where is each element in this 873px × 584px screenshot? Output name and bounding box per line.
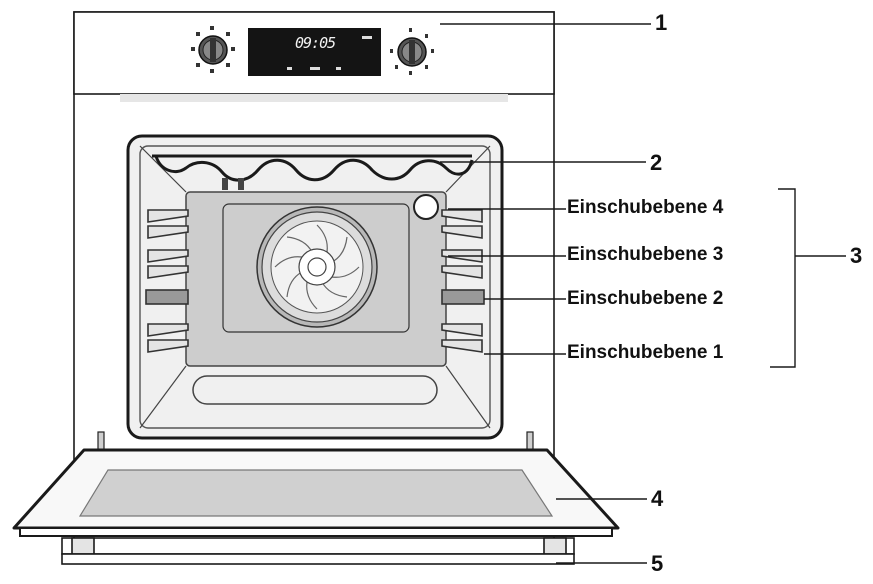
callout-2: 2 — [650, 150, 663, 175]
side-rails-left — [145, 209, 189, 353]
oven-cavity — [126, 134, 504, 440]
callout-1: 1 — [655, 10, 668, 35]
callout-4: 4 — [651, 486, 664, 511]
shelf-level-4-label: Einschubebene 4 — [567, 197, 724, 218]
display-time: 09:05 — [295, 34, 336, 52]
oven-door — [12, 448, 620, 537]
shelf-level-3-label: Einschubebene 3 — [567, 244, 724, 265]
function-knob — [191, 26, 235, 73]
oven-lamp — [413, 194, 439, 220]
leader-lines — [440, 23, 846, 564]
top-heating-element — [152, 154, 474, 182]
temperature-knob — [390, 28, 434, 75]
control-panel — [73, 11, 555, 102]
convection-fan — [256, 206, 378, 328]
shelf-level-2-label: Einschubebene 2 — [567, 288, 724, 309]
callout-5: 5 — [651, 551, 664, 576]
callout-3: 3 — [850, 243, 863, 268]
shelf-level-1-label: Einschubebene 1 — [567, 342, 724, 363]
bottom-plinth — [61, 537, 575, 565]
